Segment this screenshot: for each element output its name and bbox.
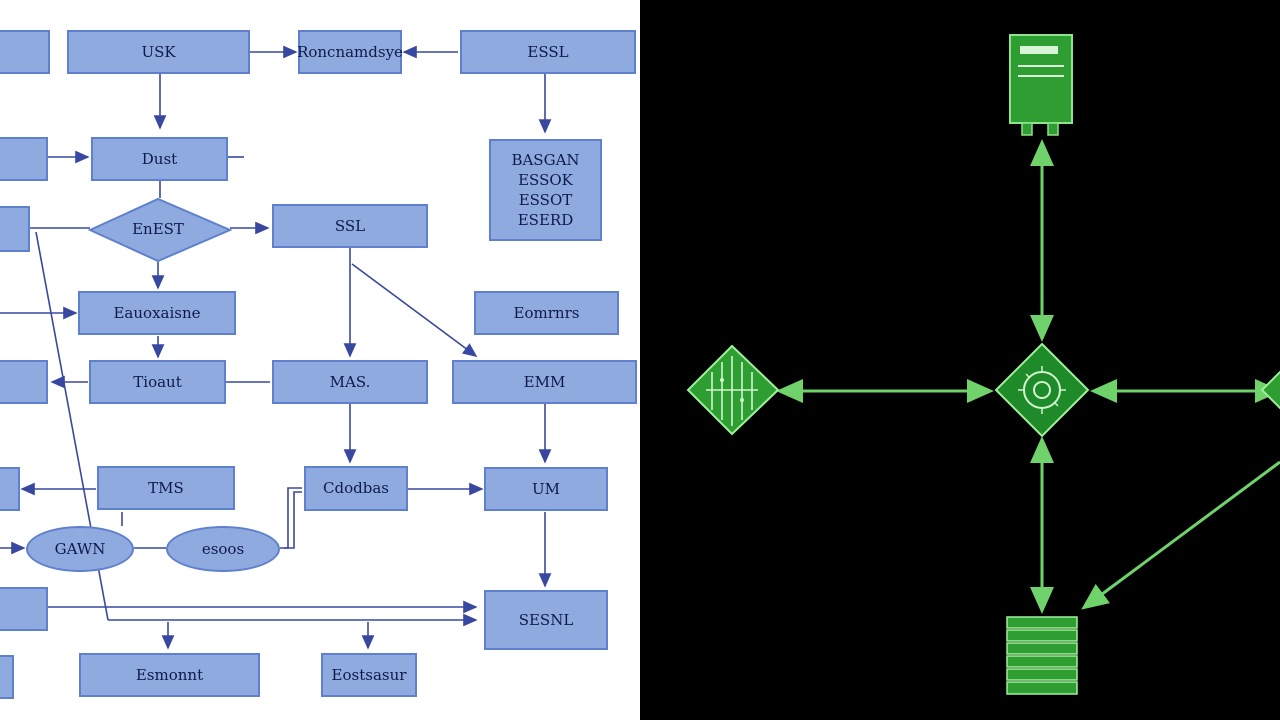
- node-essl: ESSL: [460, 30, 636, 74]
- hub-gear-diamond-icon: [994, 342, 1090, 438]
- node-edge-g: [0, 655, 14, 699]
- storage-stack-icon: [1006, 616, 1078, 696]
- node-um: UM: [484, 467, 608, 511]
- node-eauoxaisne: Eauoxaisne: [78, 291, 236, 335]
- oval-gawn: GAWN: [26, 526, 134, 572]
- node-edge-b: [0, 137, 48, 181]
- right-edge-node-icon: [1260, 370, 1280, 410]
- node-tioaut: Tioaut: [89, 360, 226, 404]
- node-edge-e: [0, 467, 20, 511]
- connector-ssl-emm: [351, 263, 478, 357]
- node-tms: TMS: [97, 466, 235, 510]
- network-diagram: [686, 34, 1280, 696]
- node-sesnl: SESNL: [484, 590, 608, 650]
- node-cdodbas: Cdodbas: [304, 466, 408, 511]
- node-emm: EMM: [452, 360, 637, 404]
- node-dust: Dust: [91, 137, 228, 181]
- left-flowchart-panel: USK Roncnamdsye ESSL Dust BASGAN ESSOK E…: [0, 0, 640, 720]
- node-ssl: SSL: [272, 204, 428, 248]
- node-roncnamdsye: Roncnamdsye: [297, 30, 403, 74]
- node-edge-d: [0, 360, 48, 404]
- oval-esoos: esoos: [166, 526, 280, 572]
- flowchart-connectors: [0, 45, 552, 650]
- decision-label: EnEST: [132, 220, 184, 238]
- node-esmonnt: Esmonnt: [79, 653, 260, 697]
- right-network-panel: [640, 0, 1280, 720]
- connector-oval-cdbas-2: [284, 491, 302, 549]
- node-edge-a: [0, 30, 50, 74]
- connector-oval-cdbas: [280, 487, 302, 549]
- node-mas: MAS.: [272, 360, 428, 404]
- node-stack: BASGAN ESSOK ESSOT ESERD: [489, 139, 602, 241]
- node-edge-f: [0, 587, 48, 631]
- node-eostsasur: Eostsasur: [321, 653, 417, 697]
- server-icon: [1009, 34, 1073, 136]
- decision-diamond: [87, 197, 233, 263]
- node-edge-c: [0, 206, 30, 252]
- circuit-diamond-icon: [686, 344, 780, 436]
- node-usk: USK: [67, 30, 250, 74]
- link-right-storage: [1081, 460, 1280, 610]
- node-eomrnrs: Eomrnrs: [474, 291, 619, 335]
